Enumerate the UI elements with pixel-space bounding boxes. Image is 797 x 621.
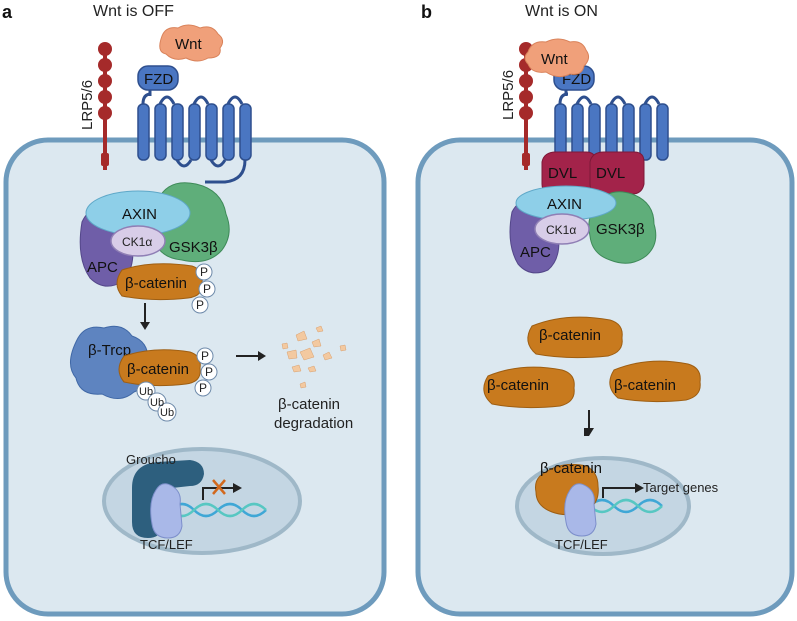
arrow-down-a <box>140 303 150 330</box>
panel-a-letter: a <box>2 2 13 22</box>
fzd-label-b: FZD <box>562 71 591 88</box>
lrp-receptor-a <box>98 42 112 170</box>
block-x-icon <box>212 479 226 495</box>
panel-b-letter: b <box>421 2 432 22</box>
axin-label-a: AXIN <box>122 206 157 223</box>
bcat-free-3 <box>609 360 701 403</box>
dvl-label-1: DVL <box>548 165 577 182</box>
tcf-protein-a <box>150 483 183 539</box>
tcf-label-b: TCF/LEF <box>555 537 608 552</box>
degradation-fragments <box>281 325 347 389</box>
degradation-label-1: β-catenin <box>278 396 340 413</box>
wnt-ligand-b <box>524 38 590 78</box>
bcat-free-1 <box>527 316 623 359</box>
phosphate-group-a1: P P P <box>191 263 216 314</box>
active-transcription-arrow <box>602 483 644 498</box>
ck1-protein-b <box>534 213 590 245</box>
destruction-complex-b: AXIN CK1α GSK3β APC <box>509 185 657 274</box>
blocked-transcription-arrow <box>202 479 242 500</box>
dna-helix-b <box>589 498 663 514</box>
groucho-protein <box>132 460 204 538</box>
panel-b-title: Wnt is ON <box>525 3 598 20</box>
btrcp-label-a: β-Trcp <box>88 342 131 359</box>
fzd-label-a: FZD <box>144 71 173 88</box>
wnt-ligand-a <box>159 24 224 62</box>
axin-label-b: AXIN <box>547 196 582 213</box>
arrow-right-a <box>236 351 266 361</box>
arrow-down-b <box>584 410 594 436</box>
bcat-ub-label-a: β-catenin <box>127 361 189 378</box>
bcat-free-label-3: β-catenin <box>614 377 676 394</box>
ubiquitin-chain-a: Ub Ub Ub <box>136 381 177 422</box>
ub-label-3: Ub <box>160 407 174 419</box>
bcat-ub-a <box>118 349 201 387</box>
p-label-4: P <box>201 349 209 363</box>
lrp-receptor-b <box>519 42 533 170</box>
tcf-protein-b <box>564 483 597 537</box>
panel-a-title: Wnt is OFF <box>93 3 174 20</box>
apc-label-a: APC <box>87 259 118 276</box>
bcat-complex-label-a: β-catenin <box>125 275 187 292</box>
lrp-label-a: LRP5/6 <box>79 80 96 130</box>
destruction-complex-a: AXIN CK1α GSK3β APC β-catenin P P P <box>79 182 230 314</box>
bcat-nuclear-label: β-catenin <box>540 460 602 477</box>
degradation-label-2: degradation <box>274 415 353 432</box>
bcat-free-label-1: β-catenin <box>539 327 601 344</box>
ck1-protein-a <box>110 225 166 257</box>
p-label-2: P <box>203 282 211 296</box>
panel-a: a Wnt is OFF LRP5/6 Wnt <box>2 2 387 617</box>
ub-label-2: Ub <box>150 397 164 409</box>
p-label-3: P <box>196 298 204 312</box>
apc-label-b: APC <box>520 244 551 261</box>
tcf-label-a: TCF/LEF <box>140 537 193 552</box>
p-label-5: P <box>205 365 213 379</box>
gsk-label-a: GSK3β <box>169 239 218 256</box>
p-label-1: P <box>200 265 208 279</box>
bcat-free-label-2: β-catenin <box>487 377 549 394</box>
dvl-label-2: DVL <box>596 165 625 182</box>
fzd-receptor-a <box>137 65 252 184</box>
groucho-label: Groucho <box>126 452 176 467</box>
target-genes-label: Target genes <box>643 480 719 495</box>
ck1-label-b: CK1α <box>546 223 576 237</box>
p-label-6: P <box>199 381 207 395</box>
wnt-label-a: Wnt <box>175 36 203 53</box>
phosphate-group-a2: P P P <box>194 347 218 397</box>
panel-b: b Wnt is ON LRP5/6 FZD <box>415 2 795 617</box>
wnt-label-b: Wnt <box>541 51 569 68</box>
bcat-free-2 <box>483 366 575 409</box>
ub-label-1: Ub <box>139 386 153 398</box>
cell-b <box>415 137 795 617</box>
ck1-label-a: CK1α <box>122 235 152 249</box>
gsk-label-b: GSK3β <box>596 221 645 238</box>
dna-helix-a <box>169 502 267 518</box>
lrp-label-b: LRP5/6 <box>500 70 517 120</box>
